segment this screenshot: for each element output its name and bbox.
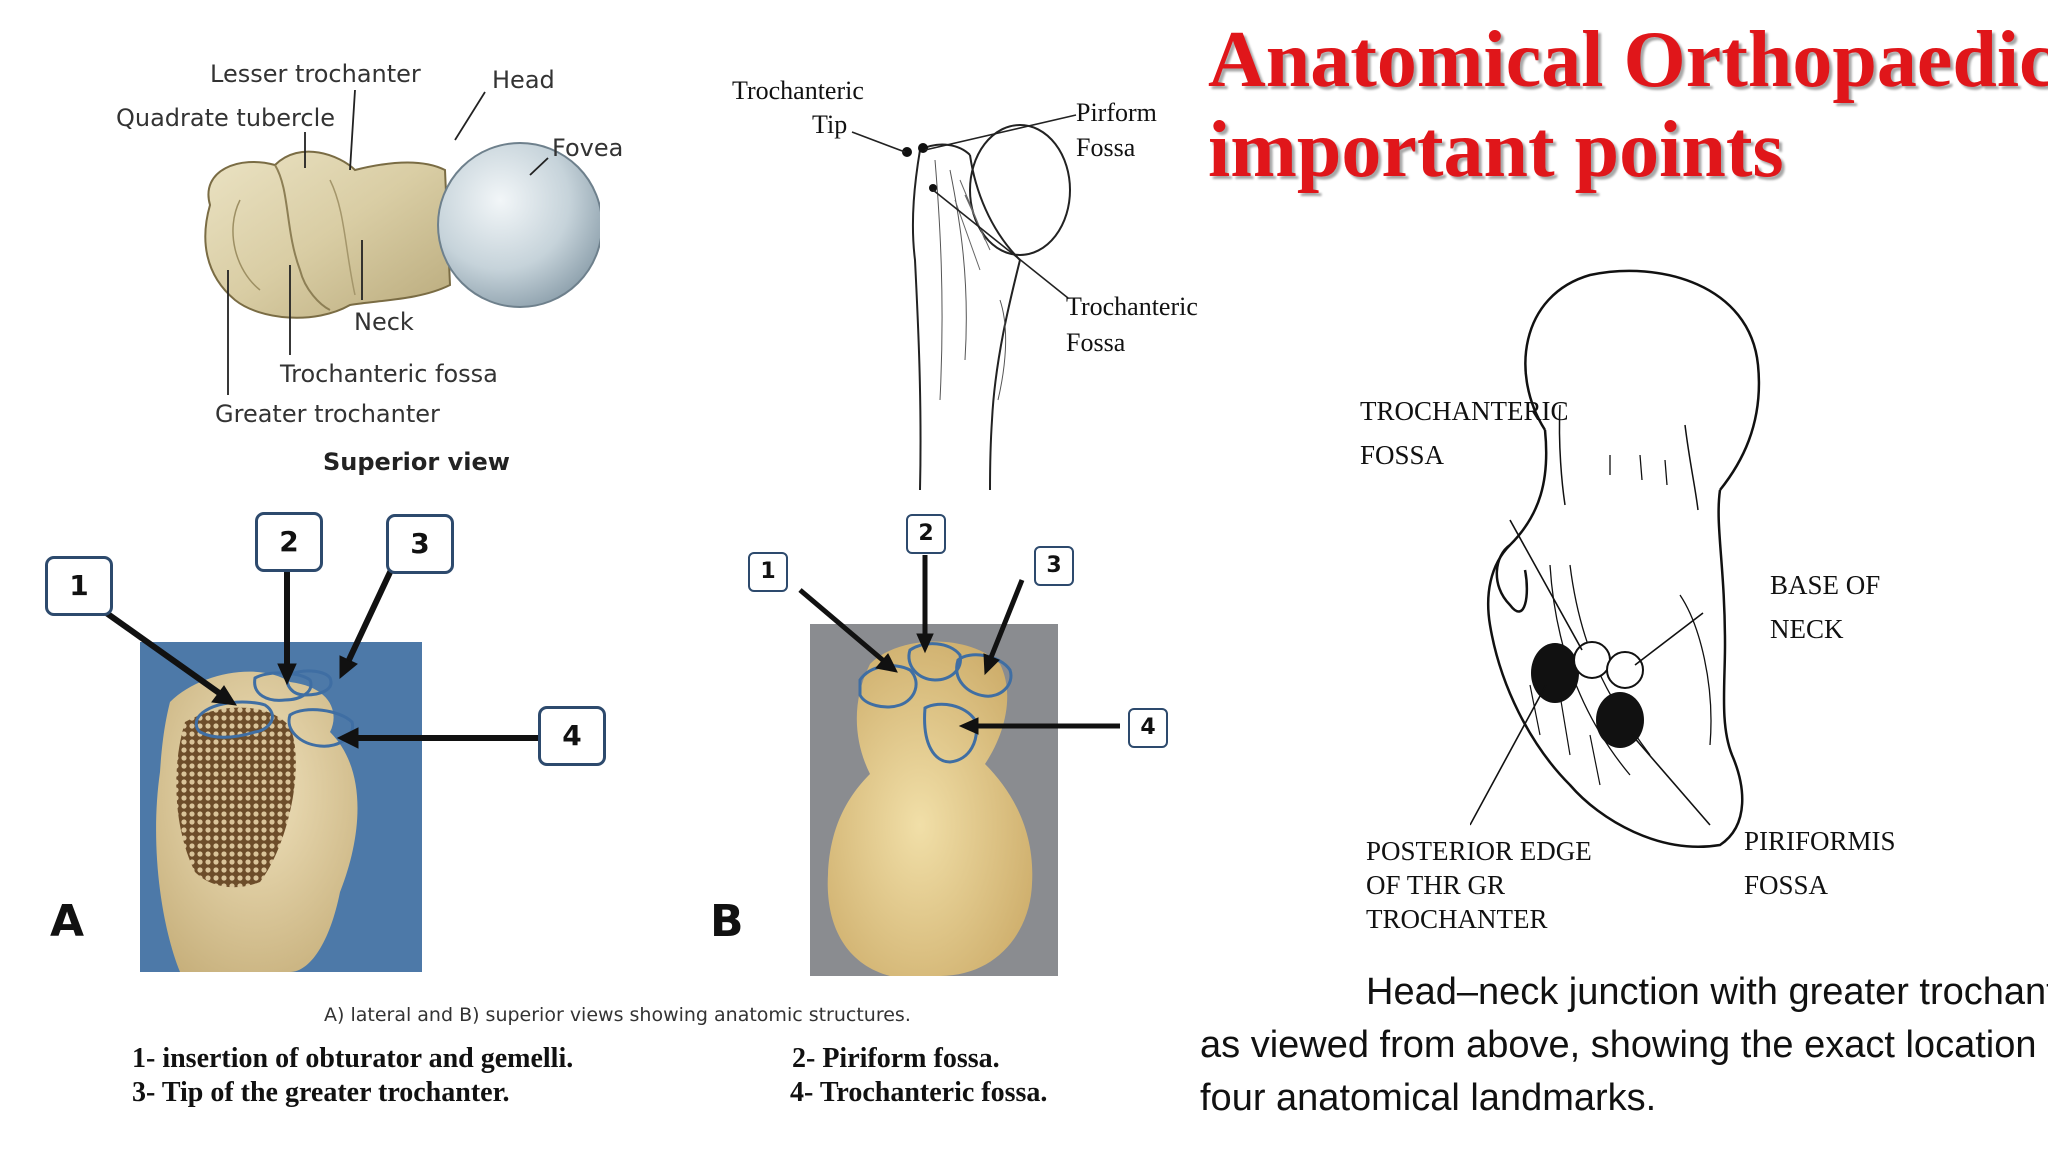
label-quadrate-tubercle: Quadrate tubercle bbox=[116, 104, 336, 132]
description-line-1: Head–neck junction with greater trochant… bbox=[1366, 971, 2048, 1013]
label-posterior-edge-3: TROCHANTER bbox=[1366, 904, 1548, 934]
label-trochanteric-fossa-1: Trochanteric bbox=[1066, 292, 1198, 321]
marker-a-2: 2 bbox=[255, 512, 323, 572]
diagram-description: Head–neck junction with greater trochant… bbox=[1200, 966, 2048, 1125]
description-line-2: as viewed from above, showing the exact … bbox=[1200, 1024, 2048, 1066]
femur-sketch-leader-lines bbox=[851, 114, 1077, 299]
panel-letter-b: B bbox=[710, 896, 744, 947]
label-head: Head bbox=[492, 66, 555, 94]
label-base-of-neck-1: BASE OF bbox=[1770, 570, 1881, 600]
label-trochanteric-fossa-2: Fossa bbox=[1066, 328, 1126, 357]
marker-a-4: 4 bbox=[538, 706, 606, 766]
marker-b-2: 2 bbox=[906, 514, 946, 554]
description-line-3: four anatomical landmarks. bbox=[1200, 1077, 1657, 1119]
label-piriformis-fossa-2: FOSSA bbox=[1744, 870, 1829, 900]
figure-caption: A) lateral and B) superior views showing… bbox=[324, 1004, 911, 1026]
label-base-of-neck-2: NECK bbox=[1770, 614, 1844, 644]
label-trochanteric-fossa: Trochanteric fossa bbox=[280, 360, 498, 388]
marker-a-3: 3 bbox=[386, 514, 454, 574]
label-piriform-1: Pirform bbox=[1076, 98, 1157, 127]
label-piriformis-fossa-1: PIRIFORMIS bbox=[1744, 826, 1896, 856]
title-line-2: important points bbox=[1208, 106, 1784, 194]
label-fovea: Fovea bbox=[552, 134, 624, 162]
photo-panel-b bbox=[810, 624, 1058, 976]
title-line-1: Anatomical Orthopaedic bbox=[1208, 16, 2048, 104]
marker-b-3: 3 bbox=[1034, 546, 1074, 586]
label-neck: Neck bbox=[354, 308, 414, 336]
label-trochanteric-tip-1: Trochanteric bbox=[732, 76, 864, 105]
head-neck-junction-diagram bbox=[1470, 269, 1761, 848]
legend-item-2: 2- Piriform fossa. bbox=[792, 1043, 1000, 1074]
panel-b-annotations bbox=[798, 555, 1120, 764]
marker-b-1: 1 bbox=[748, 552, 788, 592]
label-posterior-edge-1: POSTERIOR EDGE bbox=[1366, 836, 1592, 866]
panel-letter-a: A bbox=[50, 896, 85, 947]
legend-item-3: 3- Tip of the greater trochanter. bbox=[132, 1077, 510, 1108]
label-trochanteric-fossa-upper-2: FOSSA bbox=[1360, 440, 1445, 470]
label-greater-trochanter: Greater trochanter bbox=[215, 400, 440, 428]
label-lesser-trochanter: Lesser trochanter bbox=[210, 60, 421, 88]
proximal-femur-sketch bbox=[902, 124, 1071, 490]
legend-item-1: 1- insertion of obturator and gemelli. bbox=[132, 1043, 574, 1074]
panel-a-annotations bbox=[103, 566, 540, 749]
superior-view-femur-illustration bbox=[204, 142, 600, 319]
label-posterior-edge-2: OF THR GR bbox=[1366, 870, 1506, 900]
superior-view-title: Superior view bbox=[323, 448, 510, 476]
marker-b-4: 4 bbox=[1128, 708, 1168, 748]
label-piriform-2: Fossa bbox=[1076, 133, 1136, 162]
legend-item-4: 4- Trochanteric fossa. bbox=[790, 1077, 1048, 1108]
photo-panel-a bbox=[140, 642, 422, 972]
lateral-bone-photo bbox=[156, 671, 358, 972]
superior-view-leader-lines bbox=[227, 89, 549, 395]
label-trochanteric-tip-2: Tip bbox=[812, 110, 848, 139]
label-trochanteric-fossa-upper-1: TROCHANTERIC bbox=[1360, 396, 1569, 426]
marker-a-1: 1 bbox=[45, 556, 113, 616]
